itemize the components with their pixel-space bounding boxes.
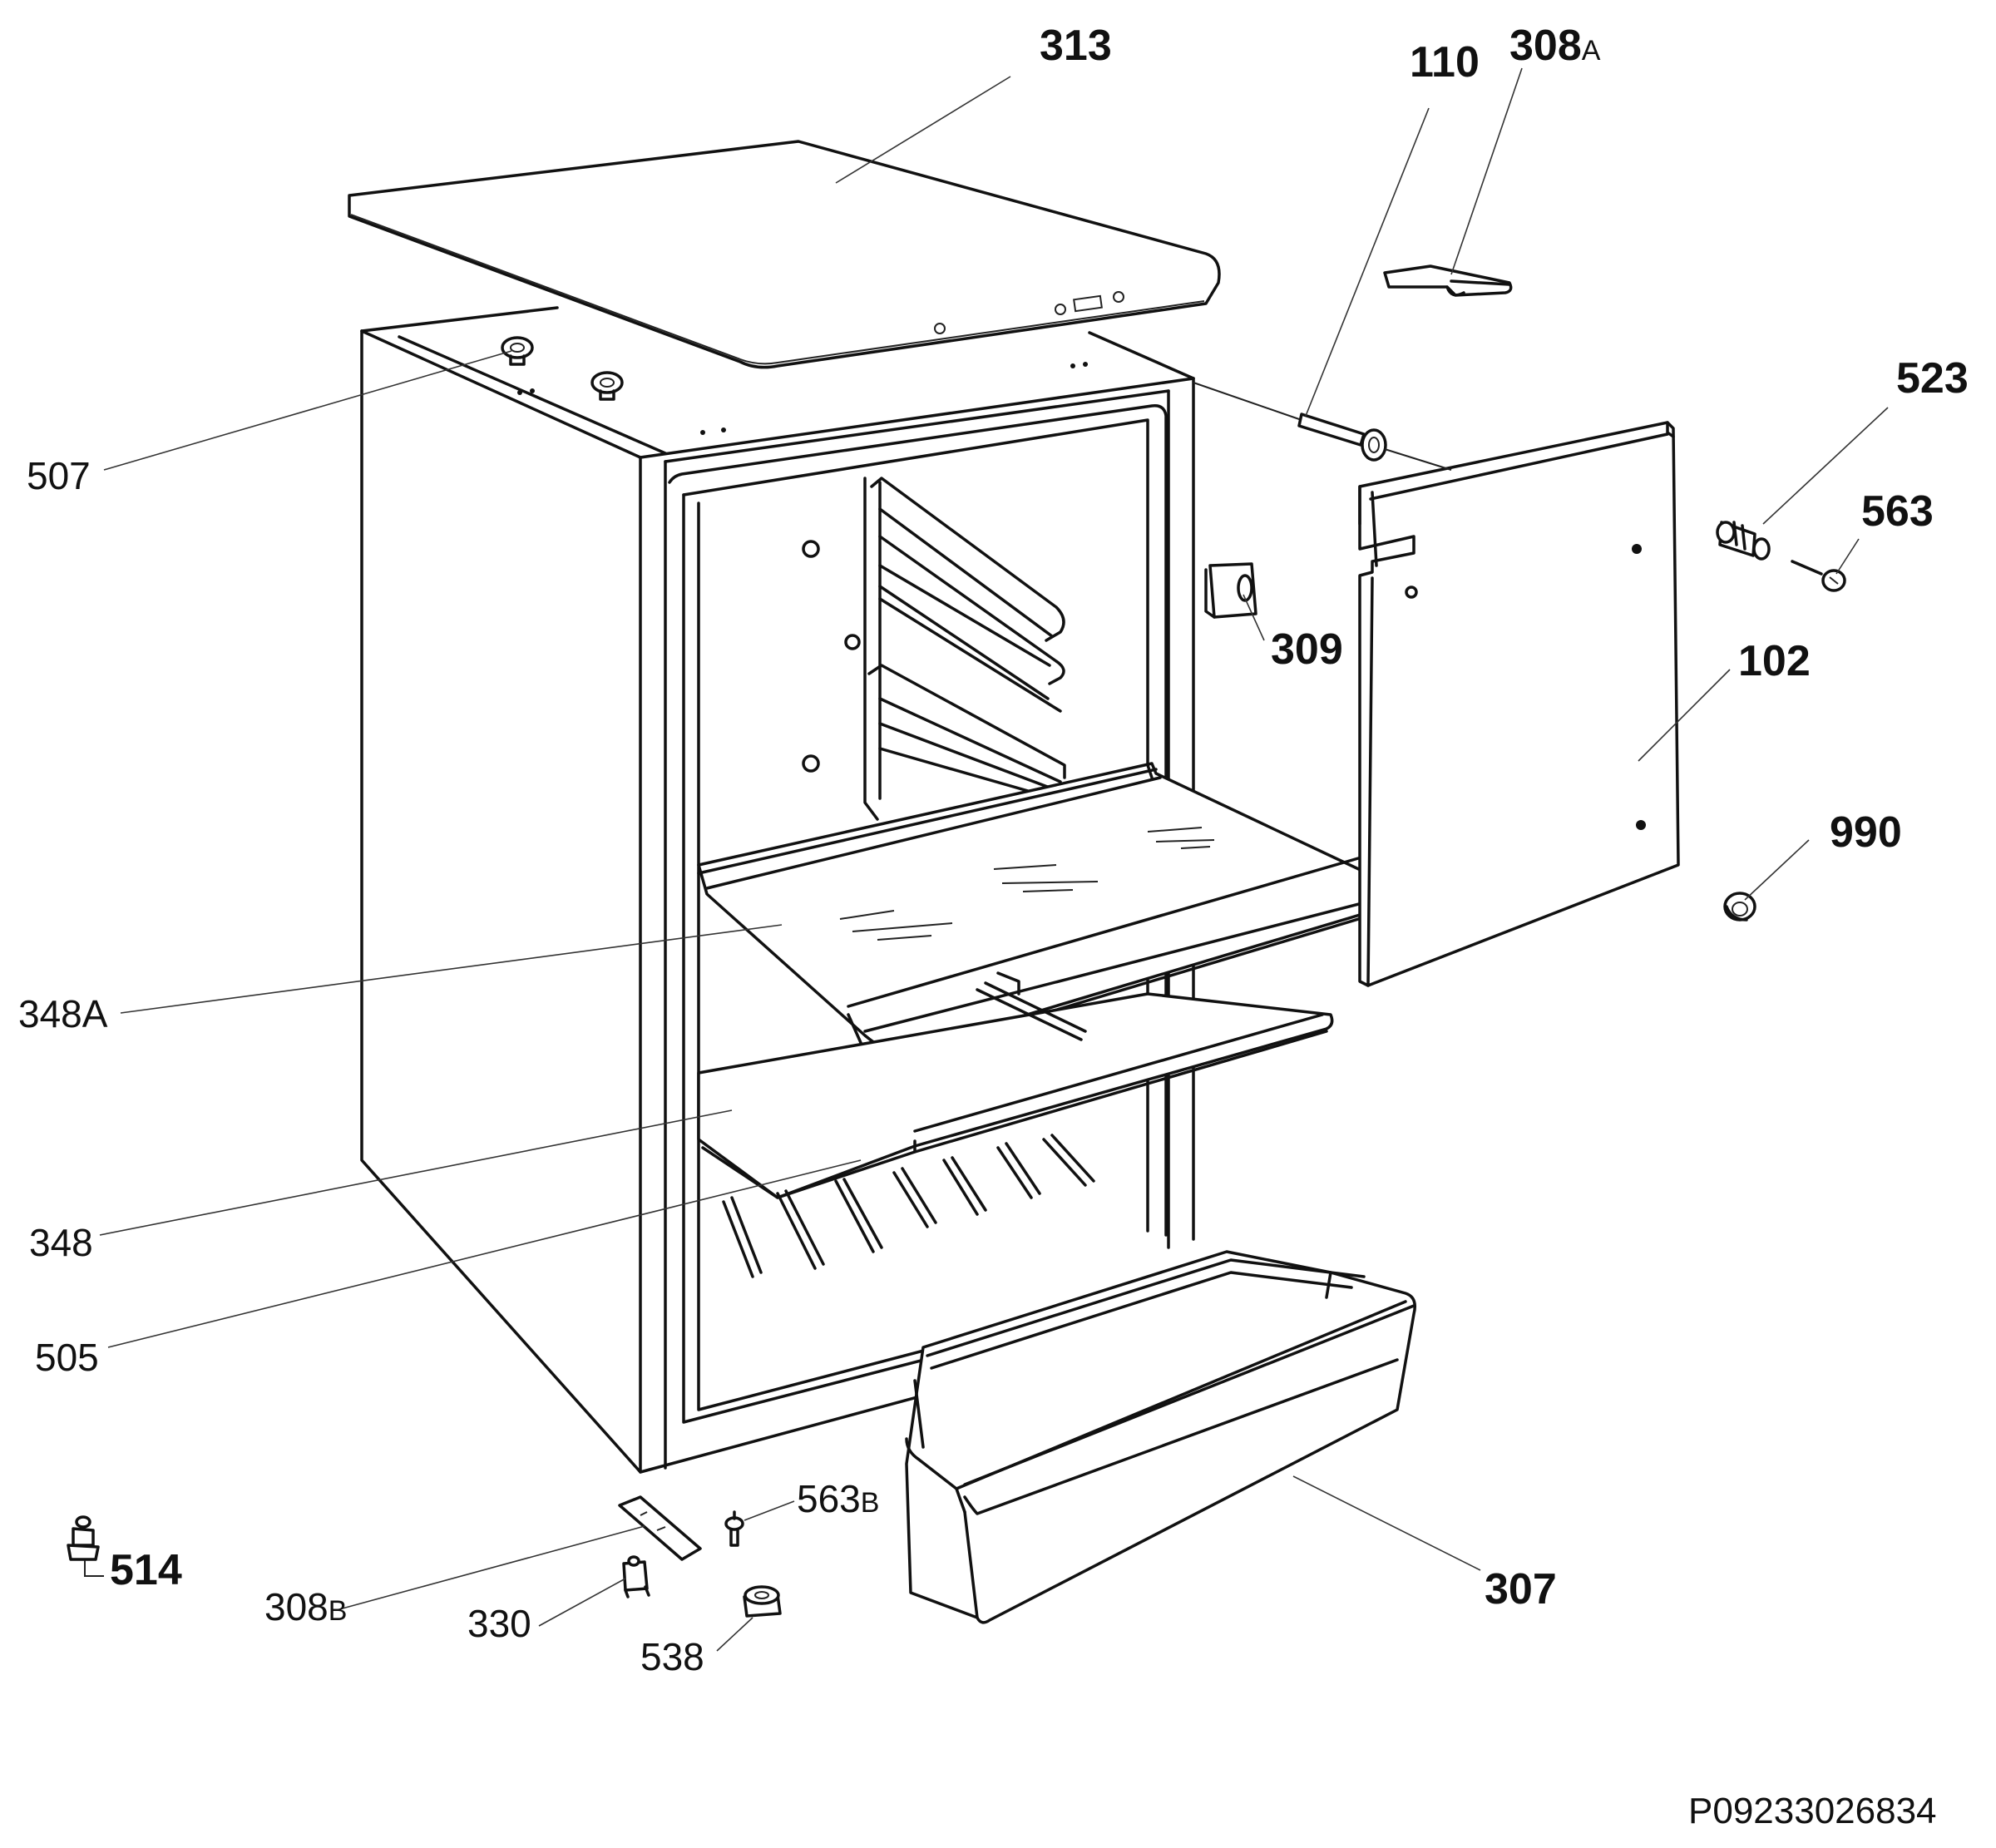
lower-shelf-348[interactable] <box>697 981 1334 1199</box>
top-cover-313[interactable] <box>348 140 1221 369</box>
cap-990[interactable] <box>1723 892 1756 922</box>
label-538: 538 <box>640 1635 704 1678</box>
top-hinge-308A[interactable] <box>1383 264 1513 297</box>
label-563: 563 <box>1861 487 1934 536</box>
crisper-drawer-307[interactable] <box>905 1250 1416 1624</box>
spacer-538[interactable] <box>743 1585 782 1618</box>
label-102: 102 <box>1738 637 1811 685</box>
crisper-grid-505[interactable] <box>722 1134 1095 1278</box>
hinge-pin-110[interactable] <box>1193 382 1452 471</box>
label-330: 330 <box>467 1602 531 1645</box>
screw-507-b <box>590 371 624 401</box>
bracket-309[interactable] <box>1204 562 1257 619</box>
label-110: 110 <box>1410 38 1480 86</box>
label-308B: 308B <box>264 1585 347 1628</box>
rear-shelf-supports <box>802 477 1066 821</box>
label-507: 507 <box>27 454 91 497</box>
label-523: 523 <box>1896 354 1969 403</box>
adjustable-foot-514[interactable] <box>67 1515 104 1577</box>
hinge-pin-523[interactable] <box>1716 521 1771 561</box>
label-309: 309 <box>1271 625 1343 674</box>
bushing-330[interactable] <box>622 1555 650 1598</box>
label-308A: 308A <box>1509 22 1601 70</box>
label-348: 348 <box>29 1221 93 1264</box>
label-307: 307 <box>1485 1565 1557 1613</box>
label-514: 514 <box>110 1546 182 1594</box>
screw-507-a <box>501 336 534 366</box>
screw-563[interactable] <box>1791 560 1846 592</box>
label-348A: 348A <box>18 992 108 1035</box>
leader-lines <box>99 67 1889 1652</box>
diagram-code: P09233026834 <box>1688 1791 1937 1831</box>
label-990: 990 <box>1830 808 1902 857</box>
label-563B: 563B <box>797 1477 879 1520</box>
label-313: 313 <box>1040 22 1112 70</box>
door-102[interactable] <box>1358 421 1680 987</box>
callout-labels: 313 110 308A 523 563 507 309 102 990 348… <box>18 22 1969 1678</box>
screw-563B[interactable] <box>724 1510 744 1547</box>
label-505: 505 <box>35 1336 99 1379</box>
lower-hinge-308B[interactable] <box>618 1495 702 1561</box>
